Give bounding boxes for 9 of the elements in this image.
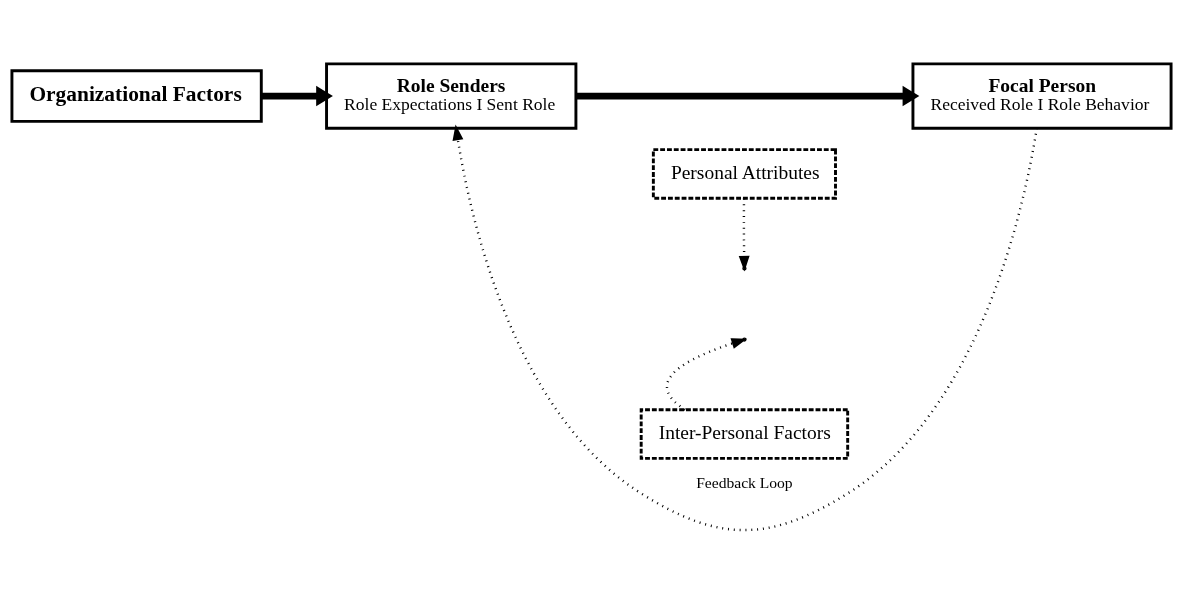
- node-box: Focal Person Received Role I Role Behavior: [911, 61, 1173, 130]
- node-box: Personal Attributes: [651, 147, 837, 200]
- node-box: Inter-Personal Factors: [639, 407, 850, 460]
- edge-label: Feedback Loop: [696, 473, 793, 491]
- arrow: [452, 124, 1038, 531]
- arrow: [576, 85, 920, 106]
- node-box: Role Senders Role Expectations I Sent Role: [325, 61, 578, 130]
- arrow: [261, 85, 333, 106]
- node-box: Organizational Factors: [10, 68, 263, 123]
